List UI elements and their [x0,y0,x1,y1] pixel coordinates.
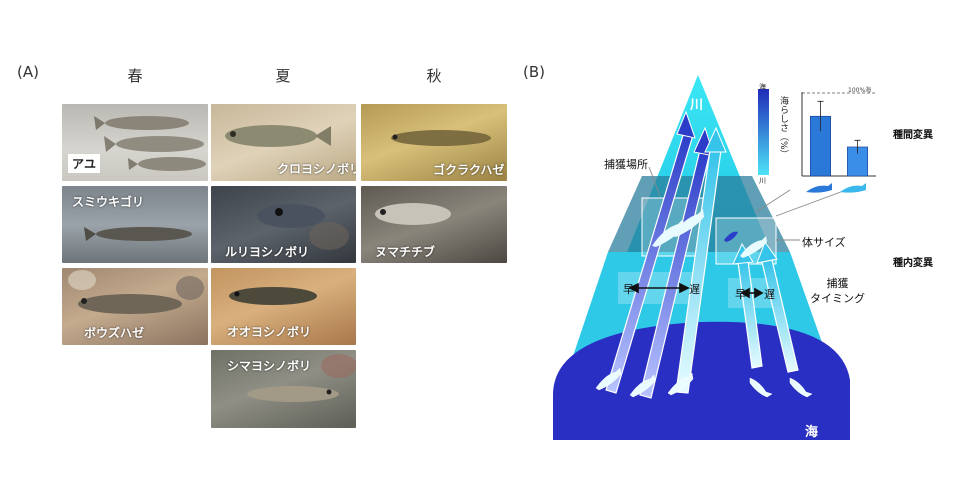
body-size-label: 体サイズ [802,236,846,249]
fish-8 [724,231,738,242]
intraspecies-label: 種内変異 [893,258,933,269]
early-label-1: 早 [623,283,634,296]
error-bar-1 [817,100,824,132]
photo-label-numachichibu: ヌマチチブ [375,245,436,259]
fish-icon-dark [806,183,832,193]
inset-ylabel: 海らしさ（%） [778,96,788,159]
early-label-2: 早 [735,288,746,301]
sea-fish-group [595,367,813,398]
fish-illustration [94,116,206,171]
fish-illustration [229,287,317,305]
photo-shimayoshinobori: シマヨシノボリ [211,350,356,428]
late-label-1: 遅 [689,283,700,296]
fish-illustration [68,270,204,314]
photo-ooyoshinobori: オオヨシノボリ [211,268,356,345]
photo-label-shimayoshinobori: シマヨシノボリ [227,359,312,373]
fish-7 [672,209,704,237]
photo-sumiukigori: スミウキゴリ [62,186,208,263]
season-spring: 春 [127,67,143,85]
fish-illustration [375,203,451,225]
fish-3 [667,372,694,396]
photo-label-bouzuhaze: ボウズハゼ [84,326,145,340]
inset-chart [758,89,876,193]
legend-bottom-label: 川 [759,177,766,185]
panel-a-label: (A) [17,63,39,81]
fish-illustration [225,125,331,147]
fish-5 [789,377,813,398]
fish-illustration [391,130,491,146]
photo-label-ooyoshinobori: オオヨシノボリ [227,325,312,339]
fish-2 [629,374,656,398]
photo-label-kuroyoshinobori: クロヨシノボリ [277,162,356,176]
color-legend-bar [758,89,769,175]
season-summer: 夏 [275,67,291,85]
late-label-2: 遅 [764,288,775,301]
photo-label-sumiukigori: スミウキゴリ [72,195,145,209]
fish-illustration [247,354,356,402]
panel-b-label: (B) [523,63,545,81]
fish-9 [740,236,767,258]
interspecies-label: 種間変異 [893,130,933,141]
fish-illustration [84,227,192,241]
intraspecies-arrows [732,240,799,373]
legend-top-label: 海 [759,83,766,91]
fish-1 [595,367,622,391]
photo-numachichibu: ヌマチチブ [361,186,507,263]
fish-6 [652,219,684,247]
photo-bouzuhaze: ボウズハゼ [62,268,208,345]
error-bar-2 [854,139,861,154]
fish-icon-light [840,183,866,193]
capture-location-label: 捕獲場所 [604,158,648,171]
photo-kuroyoshinobori: クロヨシノボリ [211,104,356,181]
box-fish-group [652,209,767,258]
season-autumn: 秋 [426,67,442,85]
leader-lines [648,166,847,241]
fish-4 [749,377,773,398]
photo-gokurakuhaze: ゴクラクハゼ [361,104,507,181]
reference-line-label: 100%海 [848,87,872,94]
timing-arrows [628,282,764,299]
fish-illustration [257,204,349,250]
photo-label-ruriyoshinobori: ルリヨシノボリ [225,245,310,259]
photo-label-ayu: アユ [68,154,101,173]
photo-ayu: アユ [62,104,208,181]
sea-label: 海 [805,425,819,440]
capture-timing-label: 捕獲 タイミング [810,277,865,305]
photo-ruriyoshinobori: ルリヨシノボリ [211,186,356,263]
photo-label-gokurakuhaze: ゴクラクハゼ [433,163,505,177]
river-label: 川 [690,98,704,113]
